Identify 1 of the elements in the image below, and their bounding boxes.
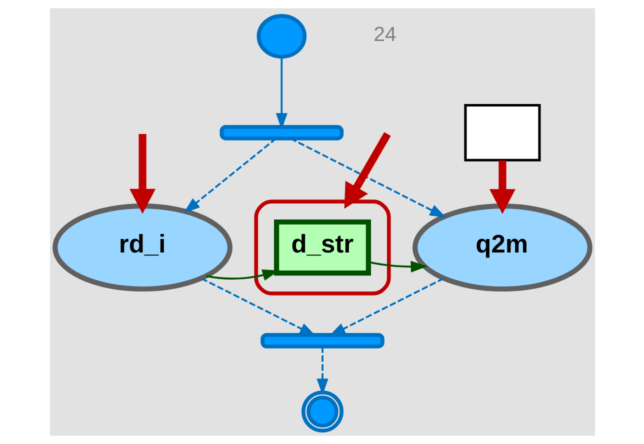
label: 24 [373,24,396,46]
